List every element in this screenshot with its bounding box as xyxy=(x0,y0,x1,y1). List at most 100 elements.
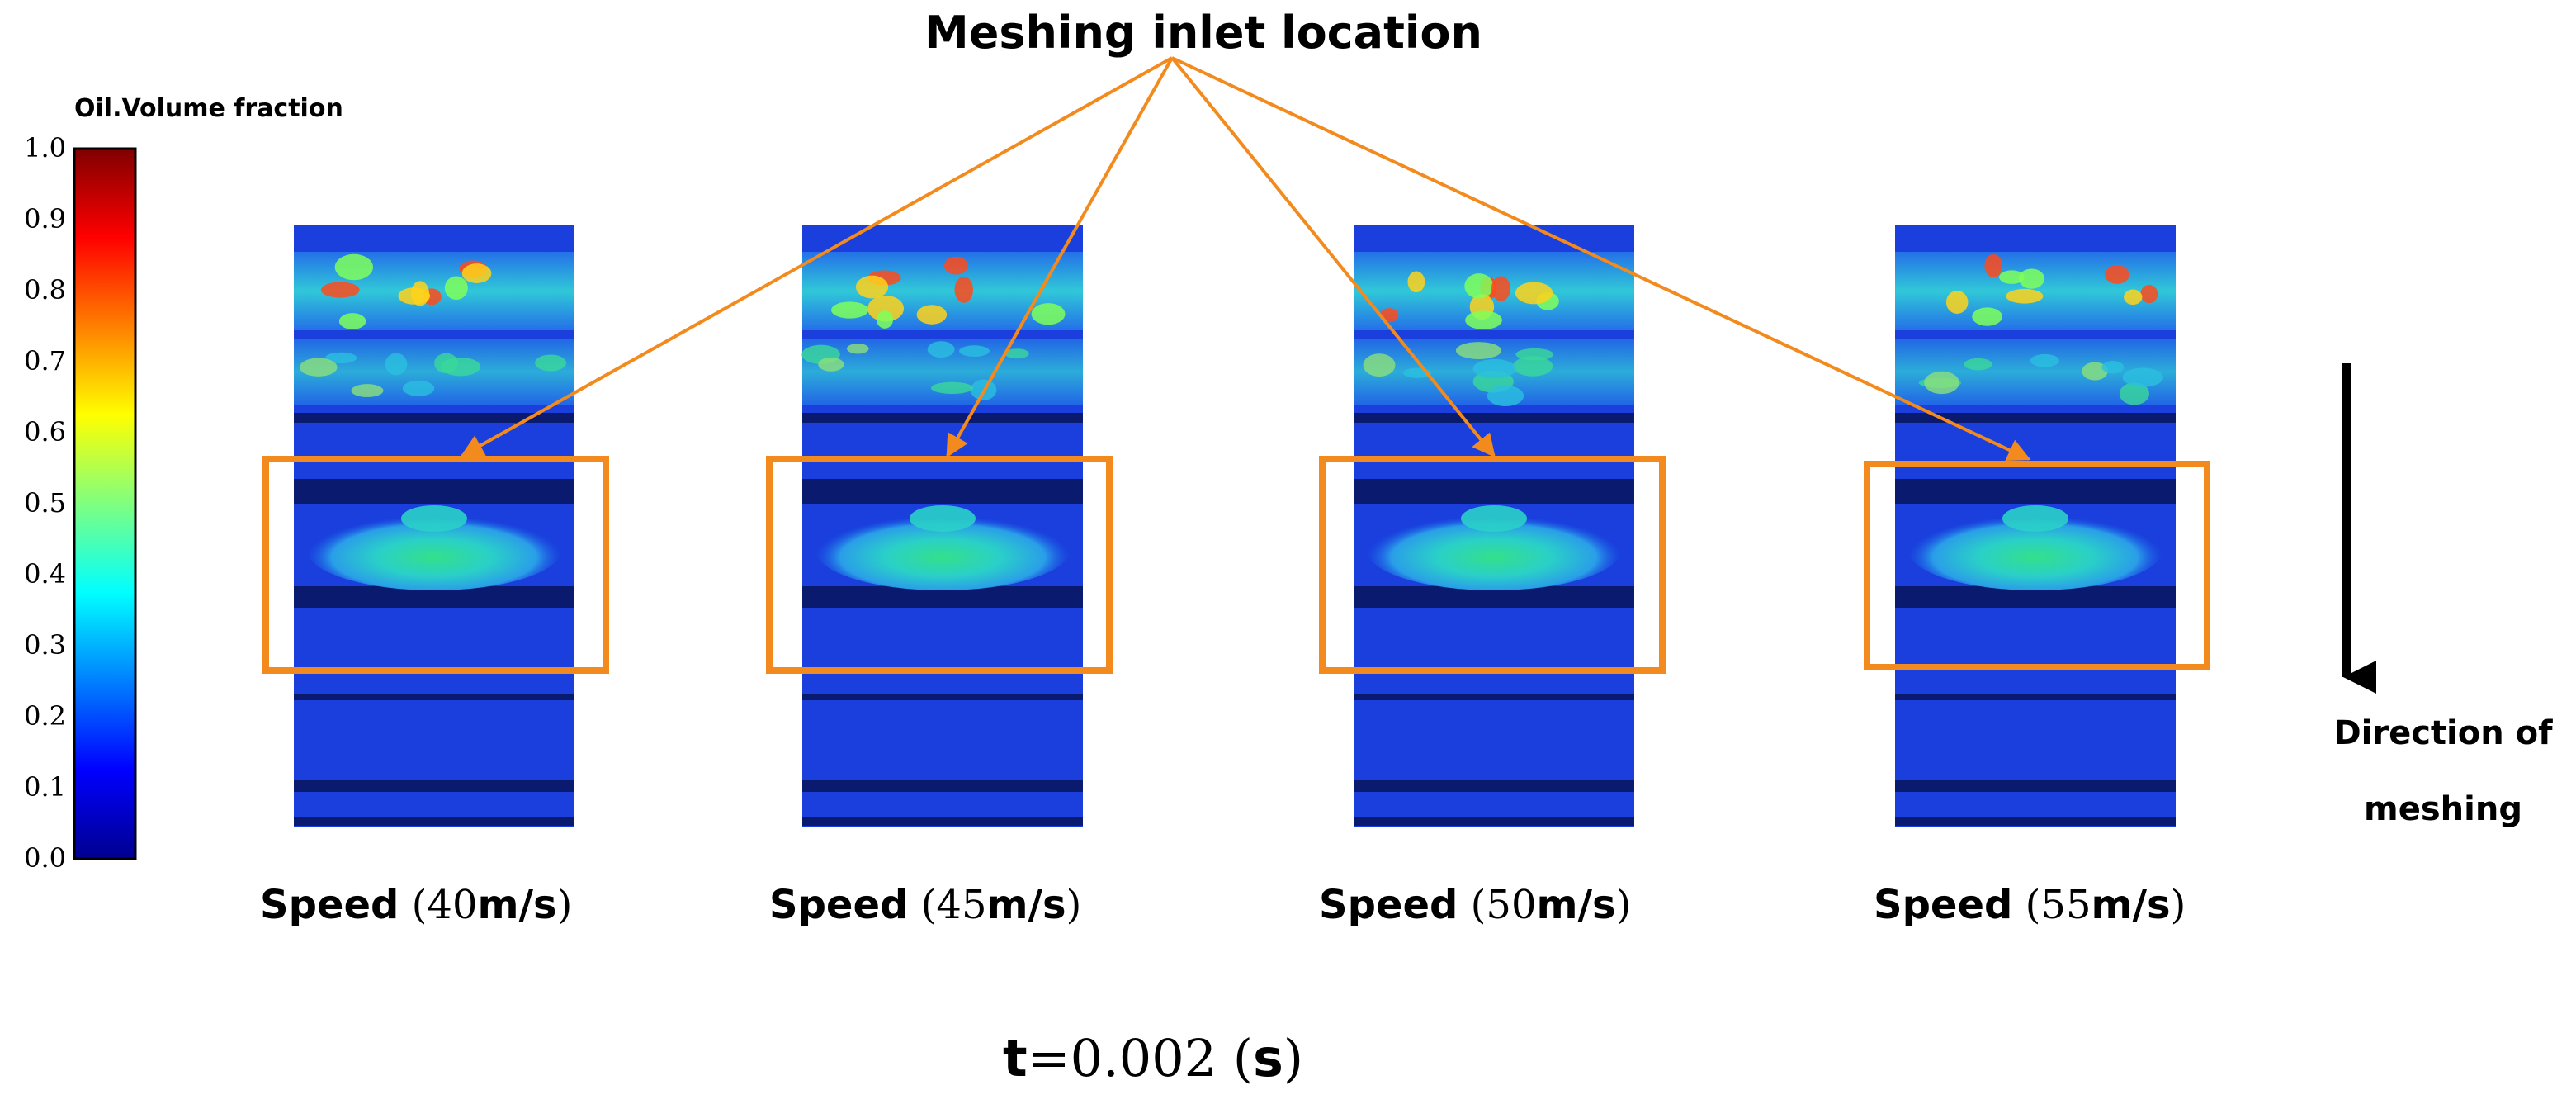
highlight-box-45 xyxy=(766,456,1113,674)
oil-hotspot xyxy=(334,253,374,281)
oil-patch xyxy=(535,354,567,372)
oil-patch xyxy=(1004,348,1029,359)
colorbar xyxy=(73,147,137,860)
dark-band xyxy=(802,413,1083,423)
oil-hotspot xyxy=(1465,310,1502,330)
meshing-oil-blob xyxy=(306,508,562,590)
colorbar-title: Oil.Volume fraction xyxy=(74,94,343,123)
oil-hotspot xyxy=(830,301,869,319)
oil-patch xyxy=(1455,342,1502,359)
oil-hotspot xyxy=(916,305,948,325)
oil-hotspot xyxy=(2105,265,2129,284)
callout-arrow-45 xyxy=(946,57,1174,458)
dark-band xyxy=(1354,413,1634,423)
dark-band xyxy=(802,694,1083,700)
highlight-box-55 xyxy=(1864,461,2210,670)
colorbar-tick: 0.0 xyxy=(24,842,66,874)
colorbar-tick: 0.8 xyxy=(24,274,66,306)
meshing-oil-peak xyxy=(1461,505,1527,532)
callout-arrows xyxy=(460,56,2031,461)
oil-patch xyxy=(1363,353,1396,377)
dark-band xyxy=(1354,479,1634,504)
oil-patch xyxy=(2101,361,2125,374)
oil-patch xyxy=(299,358,338,377)
oil-hotspot xyxy=(855,275,889,299)
dark-band xyxy=(294,479,574,504)
meshing-oil-blob xyxy=(1366,508,1622,590)
oil-patch xyxy=(927,341,955,358)
callout-arrow-50 xyxy=(1170,56,1496,458)
dark-band xyxy=(1895,413,2176,423)
oil-patch xyxy=(818,357,844,372)
dark-band xyxy=(1354,694,1634,700)
highlight-boxes xyxy=(262,456,2210,674)
dark-band xyxy=(1354,780,1634,792)
oil-patch xyxy=(1964,358,1992,371)
oil-hotspot xyxy=(2018,268,2045,289)
oil-patch xyxy=(1515,348,1554,361)
oil-patch xyxy=(2030,353,2059,367)
callout-arrow-55 xyxy=(1171,56,2031,461)
oil-hotspot xyxy=(1999,270,2025,284)
oil-hotspot xyxy=(1972,307,2003,326)
time-label: t=0.002 (s) xyxy=(1003,1028,1304,1088)
speed-label-45: Speed (45m/s) xyxy=(769,882,1082,928)
oil-patch xyxy=(385,353,408,376)
figure-title: Meshing inlet location xyxy=(924,7,1482,59)
oil-hotspot xyxy=(1984,253,2003,277)
meshing-oil-peak xyxy=(910,505,976,532)
oil-patch xyxy=(2122,367,2163,387)
highlight-box-50 xyxy=(1319,456,1666,674)
oil-hotspot xyxy=(1945,291,1969,314)
simulation-panel xyxy=(1354,225,1634,827)
meshing-oil-peak xyxy=(2002,505,2068,532)
dark-band xyxy=(294,817,574,826)
oil-patch xyxy=(1487,385,1524,407)
simulation-panel xyxy=(294,225,574,827)
oil-hotspot xyxy=(1491,276,1511,301)
oil-patch xyxy=(1924,371,1959,395)
colorbar-tick: 0.2 xyxy=(24,700,66,732)
oil-hotspot xyxy=(1031,303,1066,325)
oil-hotspot xyxy=(444,276,468,301)
oil-hotspot xyxy=(338,313,366,329)
oil-patch xyxy=(1513,356,1553,377)
simulation-panels xyxy=(294,225,2176,827)
colorbar-tick: 0.6 xyxy=(24,416,66,448)
oil-patch xyxy=(2082,362,2108,381)
speed-label-50: Speed (50m/s) xyxy=(1319,882,1632,928)
colorbar-tick: 0.5 xyxy=(24,487,66,519)
meshing-oil-peak xyxy=(401,505,467,532)
oil-hotspot xyxy=(876,310,894,329)
dark-band xyxy=(802,780,1083,792)
dark-band xyxy=(802,817,1083,826)
dark-band xyxy=(1895,780,2176,792)
oil-patch xyxy=(402,380,435,396)
simulation-panel xyxy=(1895,225,2176,827)
oil-patch xyxy=(351,384,384,397)
dark-band xyxy=(1354,817,1634,826)
colorbar-tick: 0.1 xyxy=(24,771,66,803)
oil-hotspot xyxy=(2006,288,2044,304)
meshing-oil-blob xyxy=(1907,508,2163,590)
oil-hotspot xyxy=(2124,289,2143,306)
oil-patch xyxy=(324,352,357,364)
colorbar-tick: 1.0 xyxy=(24,132,66,163)
speed-label-55: Speed (55m/s) xyxy=(1874,882,2186,928)
meshing-oil-blob xyxy=(815,508,1071,590)
oil-hotspot xyxy=(1464,273,1494,299)
oil-patch xyxy=(440,357,481,377)
colorbar-tick: 0.4 xyxy=(24,558,66,590)
speed-label-40: Speed (40m/s) xyxy=(260,882,573,928)
oil-hotspot xyxy=(398,287,431,305)
dark-band xyxy=(1895,817,2176,826)
dark-band xyxy=(1895,694,2176,700)
dark-band xyxy=(294,780,574,792)
dark-band xyxy=(1895,479,2176,504)
oil-hotspot xyxy=(943,256,968,275)
simulation-panel xyxy=(801,225,1083,827)
colorbar-tick: 0.9 xyxy=(24,203,66,235)
dark-band xyxy=(294,694,574,700)
oil-patch xyxy=(958,345,990,358)
